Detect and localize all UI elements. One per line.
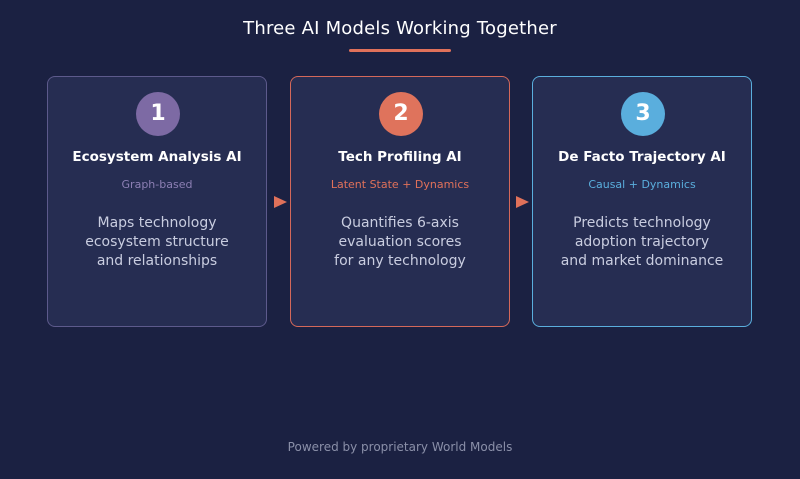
description-line: and relationships	[96, 253, 218, 269]
title-underline	[349, 49, 451, 52]
card-title: Ecosystem Analysis AI	[72, 149, 242, 165]
card-title: De Facto Trajectory AI	[558, 149, 726, 165]
card-title: Tech Profiling AI	[338, 149, 462, 165]
description-line: Quantifies 6-axis	[341, 215, 459, 231]
card-description: Maps technology ecosystem structure and …	[48, 214, 266, 271]
model-card-de-facto-trajectory: 3 De Facto Trajectory AI Causal + Dynami…	[532, 76, 752, 327]
page-title: Three AI Models Working Together	[243, 18, 557, 39]
description-line: for any technology	[334, 253, 466, 269]
card-subtitle: Causal + Dynamics	[588, 178, 696, 191]
flow-arrow-icon	[516, 196, 529, 208]
model-card-tech-profiling: 2 Tech Profiling AI Latent State + Dynam…	[290, 76, 510, 327]
step-number-badge: 3	[621, 92, 665, 136]
description-line: and market dominance	[560, 253, 724, 269]
description-line: Maps technology	[97, 215, 217, 231]
step-number-badge: 1	[136, 92, 180, 136]
model-card-ecosystem-analysis: 1 Ecosystem Analysis AI Graph-based Maps…	[47, 76, 267, 327]
description-line: ecosystem structure	[85, 234, 229, 250]
footer-note: Powered by proprietary World Models	[287, 440, 513, 454]
flow-arrow-icon	[274, 196, 287, 208]
step-number-badge: 2	[379, 92, 423, 136]
description-line: adoption trajectory	[574, 234, 710, 250]
card-subtitle: Latent State + Dynamics	[330, 178, 470, 191]
description-line: Predicts technology	[573, 215, 711, 231]
card-description: Predicts technology adoption trajectory …	[533, 214, 751, 271]
card-subtitle: Graph-based	[121, 178, 193, 191]
card-description: Quantifies 6-axis evaluation scores for …	[291, 214, 509, 271]
description-line: evaluation scores	[338, 234, 462, 250]
